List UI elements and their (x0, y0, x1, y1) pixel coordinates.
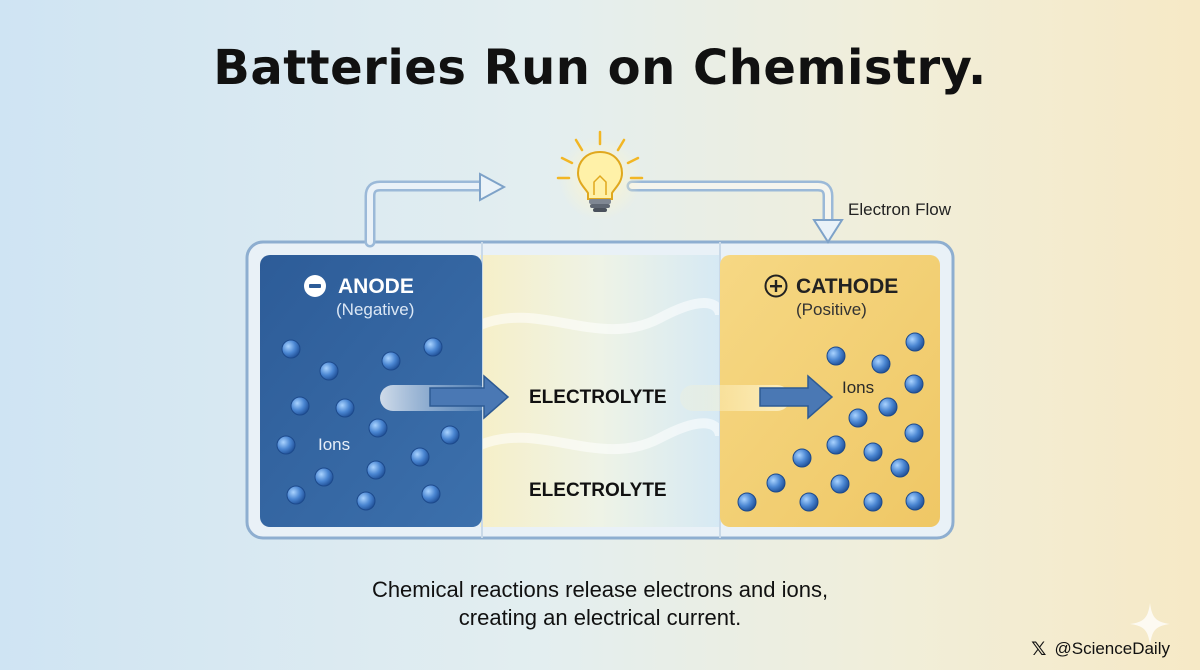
light-bulb-icon (556, 130, 644, 220)
electrolyte-wave (478, 298, 725, 335)
ion-particle (314, 467, 334, 487)
electrolyte-region (480, 255, 720, 527)
ion-particle (368, 418, 388, 438)
x-logo-icon: 𝕏 (1031, 638, 1047, 660)
cathode-ions (737, 332, 925, 512)
ion-particle (410, 447, 430, 467)
caption: Chemical reactions release electrons and… (0, 576, 1200, 632)
electrolyte-label-bottom: ELECTROLYTE (529, 480, 667, 501)
ion-particle (863, 442, 883, 462)
ion-particle (904, 374, 924, 394)
ion-particle (830, 474, 850, 494)
circuit-wire (364, 180, 488, 248)
circuit-wire (629, 183, 831, 225)
ion-particle (878, 397, 898, 417)
ion-particle (871, 354, 891, 374)
circuit-wire (367, 183, 485, 245)
ion-particle (381, 351, 401, 371)
ion-particle (905, 491, 925, 511)
ion-particle (290, 396, 310, 416)
caption-line-2: creating an electrical current. (458, 605, 742, 630)
ion-particle (737, 492, 757, 512)
electrolyte-label-top: ELECTROLYTE (529, 387, 667, 408)
ion-particle (905, 332, 925, 352)
ion-particle (440, 425, 460, 445)
plus-circle-icon (764, 274, 788, 298)
ion-particle (276, 435, 296, 455)
handle-text: @ScienceDaily (1054, 639, 1170, 658)
anode-ions (276, 337, 460, 511)
ion-particle (766, 473, 786, 493)
ion-particle (799, 492, 819, 512)
circuit-wire (626, 180, 834, 228)
caption-line-1: Chemical reactions release electrons and… (371, 577, 829, 602)
minus-circle-icon (304, 275, 326, 297)
wire-arrowhead (479, 172, 507, 202)
sparkle-icon (1130, 603, 1170, 645)
ion-particle (281, 339, 301, 359)
wire-arrowhead (812, 219, 844, 244)
ion-particle (366, 460, 386, 480)
ion-particle (863, 492, 883, 512)
ion-particle (826, 435, 846, 455)
electrolyte-wave (478, 418, 725, 455)
anode-ions-label: Ions (318, 435, 351, 454)
cathode-region (720, 255, 940, 527)
cathode-title: CATHODE (796, 275, 899, 298)
cathode-ions-label: Ions (842, 378, 875, 397)
ion-particle (890, 458, 910, 478)
ion-particle (356, 491, 376, 511)
ion-particle (286, 485, 306, 505)
anode-subtitle: (Negative) (336, 300, 415, 319)
ion-particle (826, 346, 846, 366)
ion-particle (904, 423, 924, 443)
ion-particle (792, 448, 812, 468)
ion-particle (335, 398, 355, 418)
ion-particle (848, 408, 868, 428)
social-handle[interactable]: 𝕏 @ScienceDaily (1031, 638, 1170, 660)
ion-particle (421, 484, 441, 504)
anode-title: ANODE (338, 275, 414, 298)
ion-flow-arrow-left (429, 374, 510, 420)
ion-flow-arrow-right (759, 374, 834, 420)
ion-particle (423, 337, 443, 357)
page-title: Batteries Run on Chemistry. (213, 40, 987, 96)
cathode-subtitle: (Positive) (796, 300, 867, 319)
ion-particle (319, 361, 339, 381)
electron-flow-label: Electron Flow (848, 200, 951, 219)
